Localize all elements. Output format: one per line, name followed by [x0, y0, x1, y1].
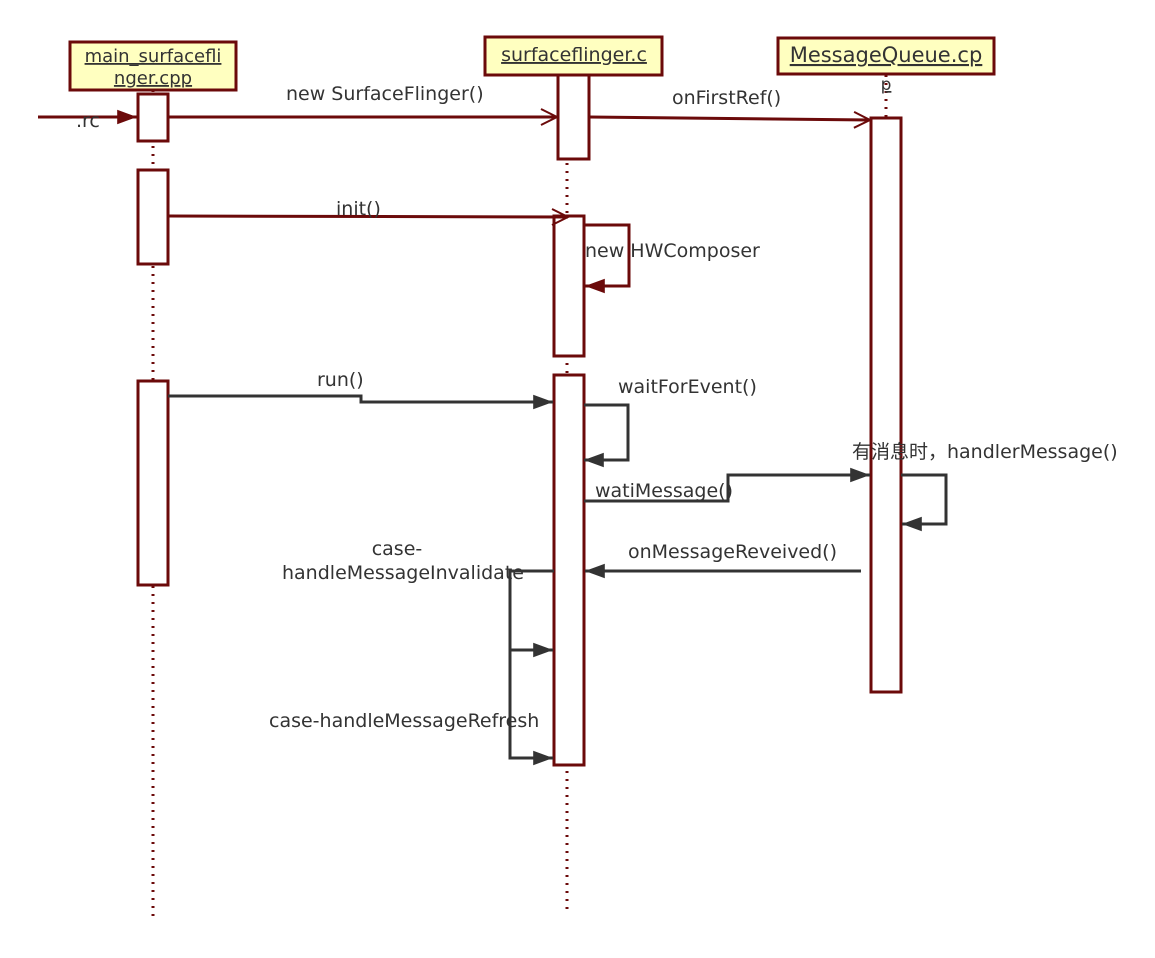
participant-messagequeue-label-2: p	[881, 75, 892, 95]
label-case-invalidate-2: handleMessageInvalidate	[282, 562, 524, 584]
message-init-arrow	[167, 216, 568, 217]
participant-surfaceflinger-box	[483, 35, 664, 77]
message-new-hwcomposer-arrow	[584, 223, 631, 294]
label-new-hwcomposer: new HWComposer	[585, 240, 760, 262]
message-labels: .rc new SurfaceFlinger() onFirstRef() in…	[76, 83, 1118, 732]
label-onmessagereceived: onMessageReveived()	[628, 541, 837, 563]
participant-main[interactable]: main_surfacefli nger.cpp	[68, 40, 238, 92]
participant-main-box	[68, 40, 238, 92]
label-init: init()	[336, 198, 381, 220]
message-waitforevent-arrow	[584, 403, 630, 468]
participant-messagequeue[interactable]: MessageQueue.cp p	[776, 36, 996, 95]
label-case-refresh: case-handleMessageRefresh	[269, 710, 539, 732]
message-case-invalidate-arrow	[508, 569, 554, 658]
participant-main-label-2: nger.cpp	[114, 68, 192, 89]
label-case-invalidate-1: case-	[372, 538, 423, 560]
message-watimessage-arrow	[584, 467, 870, 503]
label-onfirstref: onFirstRef()	[672, 87, 781, 109]
label-waitforevent: waitForEvent()	[618, 376, 757, 398]
activation-main-3	[136, 379, 170, 587]
participant-messagequeue-box	[776, 36, 996, 76]
activation-main-2	[136, 168, 170, 266]
messages-red	[38, 117, 870, 294]
participant-main-label-1: main_surfacefli	[85, 46, 222, 67]
label-run: run()	[317, 369, 364, 391]
label-handlermessage: 有消息时，handlerMessage()	[852, 441, 1118, 463]
label-rc: .rc	[76, 110, 100, 132]
message-onfirstref-arrow	[588, 117, 870, 120]
lifelines	[151, 75, 888, 916]
message-case-refresh-arrow	[508, 650, 553, 766]
message-run-arrow	[168, 394, 553, 410]
participant-messagequeue-label-1: MessageQueue.cp	[790, 43, 983, 67]
participant-surfaceflinger-label-1: surfaceflinger.c	[501, 44, 647, 66]
activation-sf-2	[552, 214, 586, 358]
activations	[136, 73, 903, 767]
activation-sf-3	[552, 373, 586, 767]
messages-dark	[168, 394, 948, 766]
activation-main-1	[136, 92, 170, 143]
activation-mq	[869, 116, 903, 694]
label-new-surfaceflinger: new SurfaceFlinger()	[286, 83, 484, 105]
message-handlermessage-arrow	[901, 473, 948, 532]
label-watimessage: watiMessage()	[595, 480, 733, 502]
activation-sf-1	[556, 73, 591, 161]
